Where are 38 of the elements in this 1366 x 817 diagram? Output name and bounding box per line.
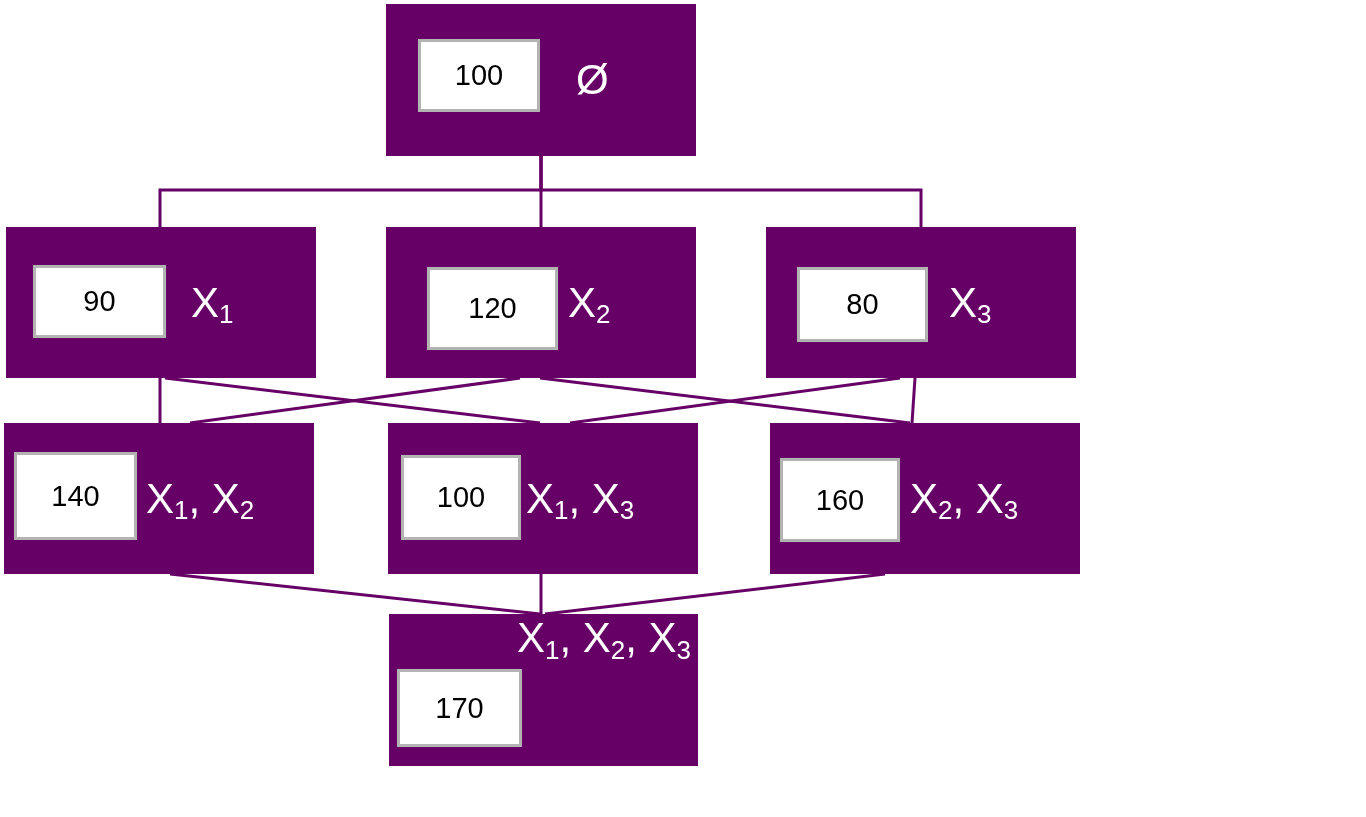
connector-line [539,156,923,227]
set-box [4,423,314,574]
set-label: X$_{1}$ [191,280,234,325]
set-box [6,227,316,378]
set-label: X$_{2}$, X$_{3}$ [910,476,1019,521]
set-label: X$_{3}$ [949,280,992,325]
value-box [780,458,900,542]
value-box [427,267,558,350]
set-label: X$_{2}$ [568,280,611,325]
set-label: Ø [576,57,609,103]
value-label: 160 [815,483,865,517]
connector-line [910,377,917,424]
connector-line [544,572,886,616]
value-label: 100 [436,481,486,514]
set-box [386,4,696,156]
value-label: 90 [83,285,116,318]
set-label: X$_{1}$, X$_{2}$ [146,476,255,521]
value-box [797,267,928,342]
value-box [418,39,540,112]
set-label: X$_{1}$, X$_{3}$ [526,476,635,521]
value-label: 80 [846,288,879,321]
set-label: X$_{1}$, X$_{2}$, X$_{3}$ [515,616,693,661]
value-label: 170 [435,691,484,725]
set-box [388,423,698,574]
connector-line [158,378,162,423]
connector-line [539,574,543,614]
value-box [397,669,522,747]
set-box [386,227,696,378]
value-label: 100 [454,59,504,92]
connector-line [169,572,541,616]
value-box [33,265,166,338]
set-box [770,423,1080,574]
value-label: 120 [468,292,517,325]
set-box [389,614,698,766]
value-box [401,455,521,540]
value-box [14,452,137,540]
value-label: 140 [51,479,100,513]
set-box [766,227,1076,378]
